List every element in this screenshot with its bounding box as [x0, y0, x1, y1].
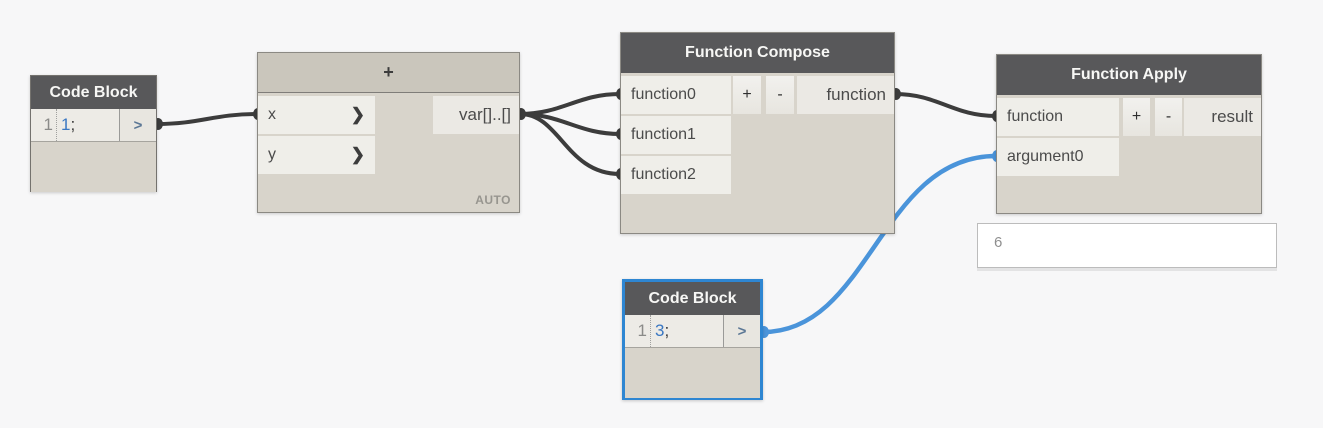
- node-code-block-1[interactable]: Code Block 1 1; >: [30, 75, 157, 192]
- code-value: 1: [61, 115, 71, 134]
- default-value-chevron-icon: ❯: [350, 145, 365, 164]
- node-title: Function Apply: [1071, 66, 1187, 83]
- plus-icon: +: [742, 86, 752, 103]
- code-text[interactable]: 3;: [651, 321, 723, 341]
- preview-value: 6: [994, 234, 1003, 251]
- node-title: Code Block: [648, 289, 737, 307]
- node-title-bar[interactable]: +: [258, 53, 519, 93]
- port-label: function: [826, 85, 886, 104]
- lacing-indicator: AUTO: [475, 193, 511, 207]
- wire-plus-to-compose-function0[interactable]: [519, 92, 621, 116]
- wire-compose-to-apply-function[interactable]: [894, 92, 997, 118]
- node-function-apply[interactable]: Function Apply function argument0 + - re…: [996, 54, 1262, 214]
- code-value: 3: [655, 321, 665, 340]
- add-port-button[interactable]: +: [1123, 98, 1150, 136]
- port-label: y: [268, 146, 276, 163]
- minus-icon: -: [1165, 108, 1172, 125]
- code-semicolon: ;: [664, 321, 670, 340]
- code-block-editor[interactable]: 1 1; >: [31, 109, 156, 142]
- input-port-function2[interactable]: function2: [621, 156, 731, 194]
- node-title: Code Block: [49, 83, 138, 101]
- output-port[interactable]: >: [119, 109, 156, 141]
- node-body: [625, 348, 760, 398]
- wire-codeblock2-to-apply-argument0[interactable]: [762, 153, 997, 335]
- port-label: function2: [631, 166, 696, 183]
- node-function-compose[interactable]: Function Compose function0 function1 fun…: [620, 32, 895, 234]
- default-value-chevron-icon: ❯: [350, 105, 365, 124]
- chevron-right-icon: >: [133, 116, 143, 134]
- remove-port-button[interactable]: -: [1155, 98, 1182, 136]
- input-port-function1[interactable]: function1: [621, 116, 731, 154]
- line-number: 1: [625, 315, 651, 347]
- node-preview-bubble[interactable]: 6: [977, 223, 1277, 268]
- node-title-bar[interactable]: Function Apply: [997, 55, 1261, 95]
- input-port-x[interactable]: x ❯: [258, 96, 375, 134]
- code-block-editor[interactable]: 1 3; >: [625, 315, 760, 348]
- port-label: result: [1211, 107, 1253, 126]
- code-text[interactable]: 1;: [57, 115, 119, 135]
- node-plus-operator[interactable]: + x ❯ y ❯ var[]..[] AUTO: [257, 52, 520, 213]
- output-port-function[interactable]: function: [797, 76, 894, 114]
- port-label: function1: [631, 126, 696, 143]
- node-title-bar[interactable]: Code Block: [31, 76, 156, 109]
- line-number: 1: [31, 109, 57, 141]
- wire-codeblock1-to-plus-x[interactable]: [156, 112, 258, 126]
- output-port-var[interactable]: var[]..[]: [433, 96, 519, 134]
- input-port-function0[interactable]: function0: [621, 76, 731, 114]
- remove-port-button[interactable]: -: [766, 76, 794, 114]
- chevron-right-icon: >: [737, 322, 747, 340]
- port-label: x: [268, 106, 276, 123]
- port-area: x ❯ y ❯ var[]..[] AUTO: [258, 93, 519, 212]
- node-title-bar[interactable]: Code Block: [625, 282, 760, 315]
- plus-icon: +: [1131, 108, 1142, 125]
- input-port-argument0[interactable]: argument0: [997, 138, 1119, 176]
- port-label: var[]..[]: [459, 105, 511, 124]
- port-label: function: [1007, 108, 1064, 125]
- node-body: [31, 142, 156, 192]
- port-area: function0 function1 function2 + - functi…: [621, 73, 894, 233]
- port-label: function0: [631, 86, 696, 103]
- add-port-button[interactable]: +: [733, 76, 761, 114]
- minus-icon: -: [777, 86, 783, 103]
- input-port-function[interactable]: function: [997, 98, 1119, 136]
- output-port[interactable]: >: [723, 315, 760, 347]
- output-port-result[interactable]: result: [1184, 98, 1261, 136]
- node-title: Function Compose: [685, 44, 830, 61]
- node-title: +: [383, 62, 394, 82]
- node-code-block-2-selected[interactable]: Code Block 1 3; >: [622, 279, 763, 400]
- port-label: argument0: [1007, 148, 1084, 165]
- input-port-y[interactable]: y ❯: [258, 136, 375, 174]
- code-semicolon: ;: [70, 115, 76, 134]
- port-area: function argument0 + - result: [997, 95, 1261, 213]
- node-title-bar[interactable]: Function Compose: [621, 33, 894, 73]
- wire-plus-to-compose-function2[interactable]: [519, 112, 621, 176]
